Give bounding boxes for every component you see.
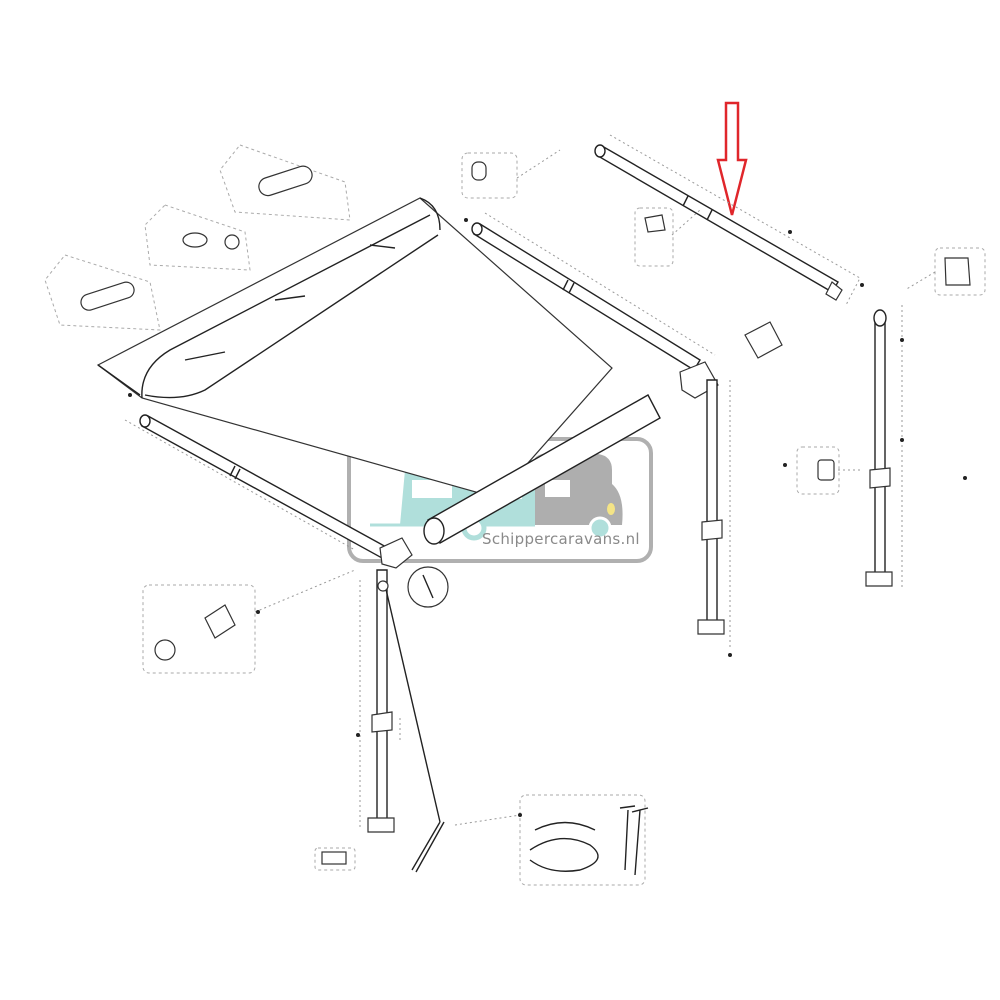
upper-rear-rail — [594, 134, 861, 306]
hardware-groups — [44, 144, 986, 886]
fastener-dots — [128, 218, 967, 817]
support-poles — [359, 305, 903, 833]
front-left-rail — [124, 414, 389, 559]
awning-canvas — [96, 197, 613, 499]
tension-rod — [377, 566, 449, 873]
watermark-text: Schippercaravans.nl — [482, 530, 640, 548]
roller-tube — [423, 394, 661, 545]
highlight-arrow — [716, 101, 748, 216]
